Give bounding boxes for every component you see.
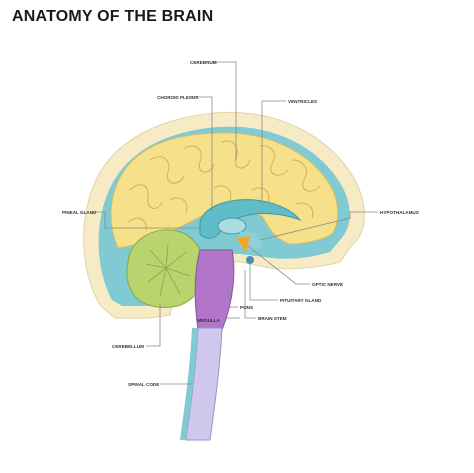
arbor-vitae bbox=[145, 243, 191, 297]
label-cerebrum: CEREBRUM bbox=[190, 60, 217, 65]
pons-line bbox=[227, 289, 238, 308]
label-optic-nerve: OPTIC NERVE bbox=[312, 282, 343, 287]
pituitary-gland-line bbox=[249, 264, 278, 301]
label-pons: PONS bbox=[240, 305, 253, 310]
pineal-gland-line bbox=[95, 211, 200, 229]
label-pineal-gland: PINEAL GLAND bbox=[62, 210, 97, 215]
thalamus-shape bbox=[217, 217, 247, 235]
brain-stem-line bbox=[244, 270, 256, 319]
ventricles-line bbox=[261, 100, 286, 205]
page-title: ANATOMY OF THE BRAIN bbox=[12, 8, 214, 25]
label-pituitary-gland: PITUITARY GLAND bbox=[280, 298, 322, 303]
ventricle-shape bbox=[199, 199, 302, 239]
choroid-plexus-line bbox=[190, 96, 213, 212]
cerebrum-line bbox=[212, 61, 237, 160]
optic-nerve-shape bbox=[236, 236, 250, 252]
label-hypothalamus: HYPOTHALAMUS bbox=[380, 210, 419, 215]
optic-nerve-line bbox=[247, 245, 310, 285]
hypothalamus-line bbox=[259, 211, 378, 241]
label-cerebellum: CEREBELLUM bbox=[112, 344, 144, 349]
label-medulla: MEDULLA bbox=[198, 318, 221, 323]
cerebellum-line bbox=[146, 304, 161, 347]
gyri bbox=[127, 140, 321, 231]
label-brain-stem: BRAIN STEM bbox=[258, 316, 287, 321]
pituitary-shape bbox=[246, 256, 254, 264]
label-ventricles: VENTRICLES bbox=[288, 99, 317, 104]
label-choroid-plexus: CHOROID PLEXUS bbox=[157, 95, 198, 100]
label-spinal-code: SPINAL CODE bbox=[128, 382, 159, 387]
